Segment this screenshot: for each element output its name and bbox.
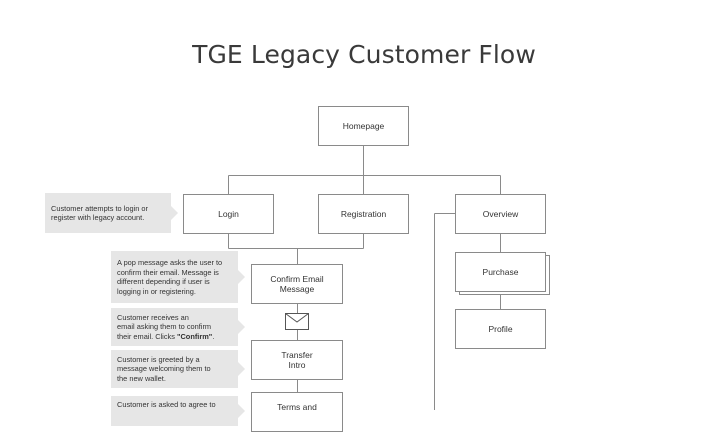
greeting-note-text: Customer is greeted by a message welcomi… [117, 354, 211, 383]
email-note-end: . [212, 331, 215, 341]
greeting-note: Customer is greeted by a message welcomi… [111, 350, 245, 388]
confirm-email-node: Confirm Email Message [251, 264, 343, 304]
transfer-intro-node: Transfer Intro [251, 340, 343, 380]
terms-label: Terms and [277, 402, 317, 412]
connector-lines [228, 146, 501, 410]
login-node: Login [183, 194, 274, 234]
registration-label: Registration [340, 209, 387, 219]
homepage-label: Homepage [342, 121, 385, 131]
confirm-email-label: Confirm Email Message [270, 274, 324, 294]
overview-label: Overview [482, 209, 519, 219]
purchase-node: Purchase [455, 252, 546, 292]
transfer-intro-label: Transfer Intro [281, 350, 313, 370]
diagram-title: TGE Legacy Customer Flow [192, 40, 536, 69]
login-note-text: Customer attempts to login or register w… [51, 203, 148, 223]
email-note-text: Customer receives an email asking them t… [117, 313, 214, 342]
email-note-confirm: "Confirm" [176, 331, 213, 341]
login-label: Login [218, 209, 239, 219]
overview-node: Overview [455, 194, 546, 234]
terms-node: Terms and [251, 392, 343, 432]
envelope-icon [285, 313, 309, 330]
login-note: Customer attempts to login or register w… [45, 193, 178, 233]
registration-node: Registration [318, 194, 409, 234]
email-note: Customer receives an email asking them t… [111, 308, 245, 346]
popup-note: A pop message asks the user to confirm t… [111, 251, 245, 303]
popup-note-text: A pop message asks the user to confirm t… [117, 258, 223, 296]
email-note-main: Customer receives an email asking them t… [117, 312, 212, 341]
profile-node: Profile [455, 309, 546, 349]
profile-label: Profile [488, 324, 513, 334]
terms-note-text: Customer is asked to agree to [117, 400, 216, 409]
purchase-label: Purchase [482, 267, 519, 277]
terms-note: Customer is asked to agree to [111, 396, 245, 426]
homepage-node: Homepage [318, 106, 409, 146]
